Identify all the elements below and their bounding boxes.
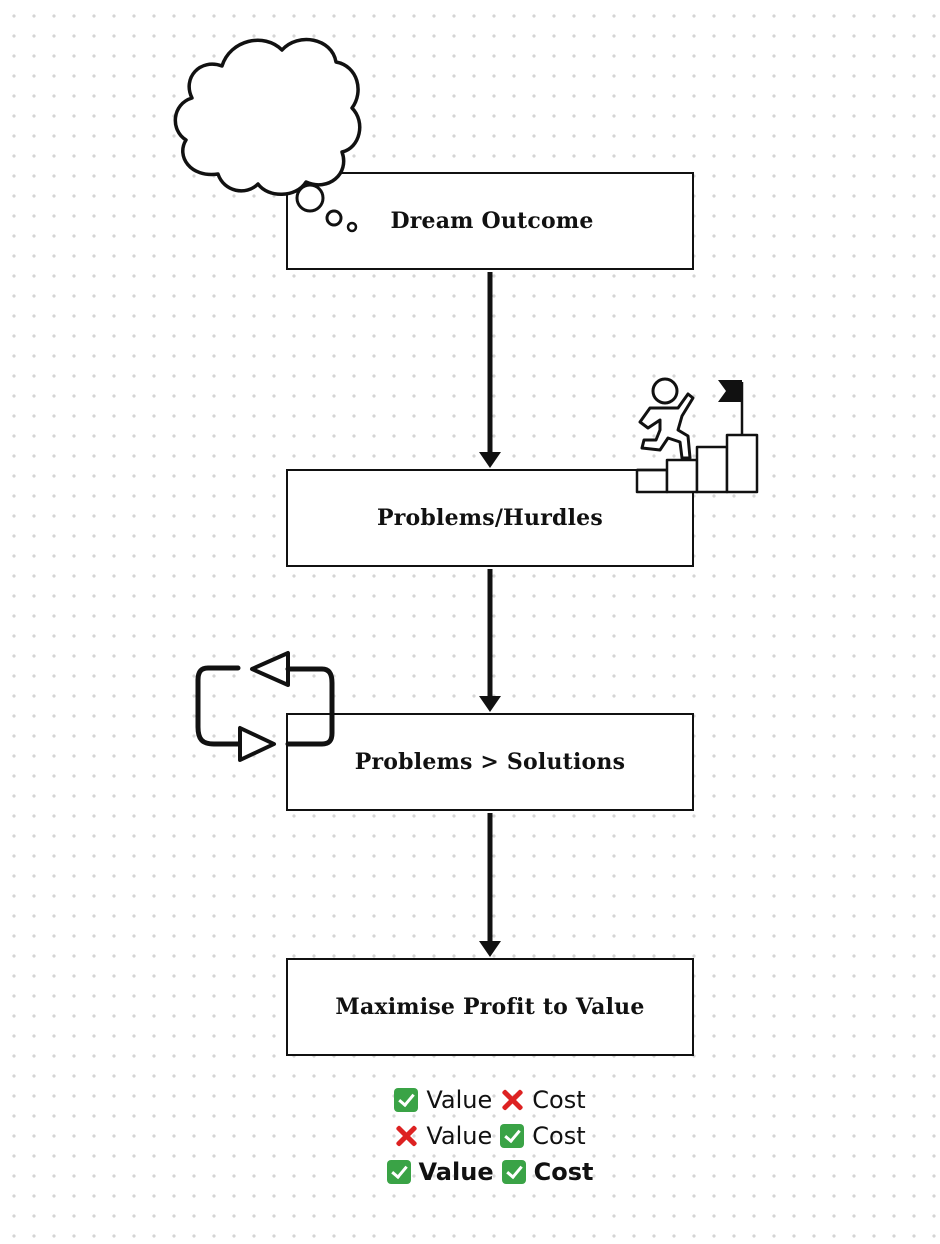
node-maximise-profit: Maximise Profit to Value <box>286 958 694 1056</box>
node-problems-hurdles: Problems/Hurdles <box>286 469 694 567</box>
legend-label: Value <box>418 1158 494 1186</box>
node-problems-solutions-label: Problems > Solutions <box>354 749 626 775</box>
connector-dream-to-problems <box>479 272 501 468</box>
legend-row-3: Value Cost <box>300 1154 680 1190</box>
check-icon <box>500 1124 525 1148</box>
cross-icon <box>394 1124 418 1148</box>
node-maximise-profit-label: Maximise Profit to Value <box>335 994 645 1020</box>
check-icon <box>386 1160 411 1184</box>
climbing-stairs-to-flag-icon <box>635 377 759 494</box>
legend-label: Value <box>426 1122 493 1150</box>
legend-row-1: Value Cost <box>300 1082 680 1118</box>
legend-label: Cost <box>532 1086 586 1114</box>
cycle-arrows-icon <box>195 651 335 762</box>
node-problems-hurdles-label: Problems/Hurdles <box>377 505 603 531</box>
legend-label: Cost <box>532 1122 586 1150</box>
connector-solutions-to-profit <box>479 813 501 957</box>
value-cost-legend: Value Cost Value Cost Value Cost <box>300 1082 680 1190</box>
node-problems-solutions: Problems > Solutions <box>286 713 694 811</box>
node-dream-outcome: Dream Outcome <box>286 172 694 270</box>
connector-problems-to-solutions <box>479 569 501 712</box>
node-dream-outcome-label: Dream Outcome <box>390 208 594 234</box>
legend-row-2: Value Cost <box>300 1118 680 1154</box>
thought-cloud-icon <box>173 37 362 233</box>
legend-label: Value <box>426 1086 493 1114</box>
check-icon <box>501 1160 526 1184</box>
legend-label: Cost <box>533 1158 594 1186</box>
cross-icon <box>500 1088 524 1112</box>
check-icon <box>394 1088 419 1112</box>
